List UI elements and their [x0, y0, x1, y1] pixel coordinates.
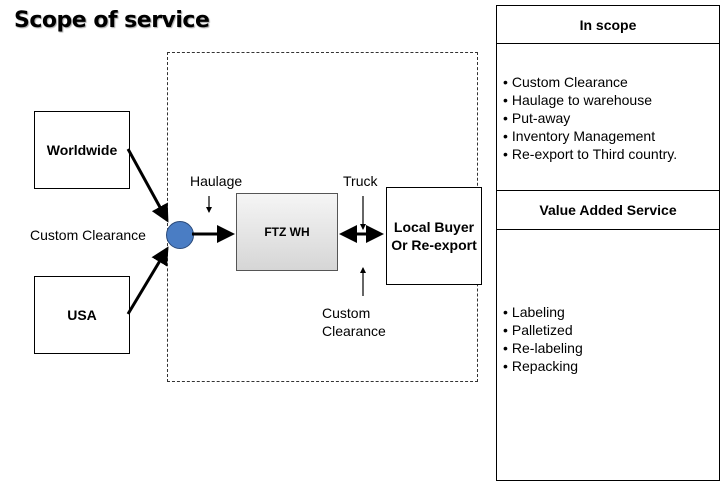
value-added-service-title: Value Added Service — [539, 202, 677, 218]
usa-node: USA — [34, 276, 130, 354]
value-added-service-list: Labeling Palletized Re-labeling Repackin… — [503, 303, 583, 375]
in-scope-list-box: Custom Clearance Haulage to warehouse Pu… — [496, 43, 720, 191]
custom-clearance-label: Custom Clearance — [30, 227, 146, 243]
truck-label: Truck — [343, 173, 378, 189]
in-scope-header: In scope — [496, 5, 720, 44]
local-buyer-node: Local Buyer Or Re-export — [386, 187, 482, 285]
list-item: Haulage to warehouse — [503, 91, 677, 109]
list-item: Put-away — [503, 109, 677, 127]
custom-clearance-bottom-line1: Custom — [322, 305, 371, 321]
custom-clearance-bottom-line2: Clearance — [322, 323, 386, 339]
list-item: Re-labeling — [503, 339, 583, 357]
local-buyer-label-line1: Local Buyer — [393, 219, 475, 235]
list-item: Inventory Management — [503, 127, 677, 145]
usa-label: USA — [67, 307, 97, 323]
list-item: Repacking — [503, 357, 583, 375]
local-buyer-label-line2: Or Re-export — [391, 237, 477, 253]
haulage-label: Haulage — [190, 173, 243, 189]
ftz-warehouse-label: FTZ WH — [264, 225, 310, 239]
page-title: Scope of service — [14, 8, 210, 33]
list-item: Custom Clearance — [503, 73, 677, 91]
arrow-worldwide-to-hub — [126, 148, 169, 223]
in-scope-title: In scope — [579, 16, 637, 33]
list-item: Palletized — [503, 321, 583, 339]
value-added-service-header: Value Added Service — [496, 190, 720, 230]
ftz-warehouse-node: FTZ WH — [236, 193, 338, 271]
in-scope-list: Custom Clearance Haulage to warehouse Pu… — [503, 73, 677, 163]
list-item: Labeling — [503, 303, 583, 321]
custom-clearance-bottom-label: Custom Clearance — [322, 304, 386, 340]
list-item: Re-export to Third country. — [503, 145, 677, 163]
value-added-service-list-box: Labeling Palletized Re-labeling Repackin… — [496, 229, 720, 481]
worldwide-label: Worldwide — [46, 142, 118, 158]
worldwide-node: Worldwide — [34, 111, 130, 189]
arrow-usa-to-hub — [126, 246, 169, 315]
